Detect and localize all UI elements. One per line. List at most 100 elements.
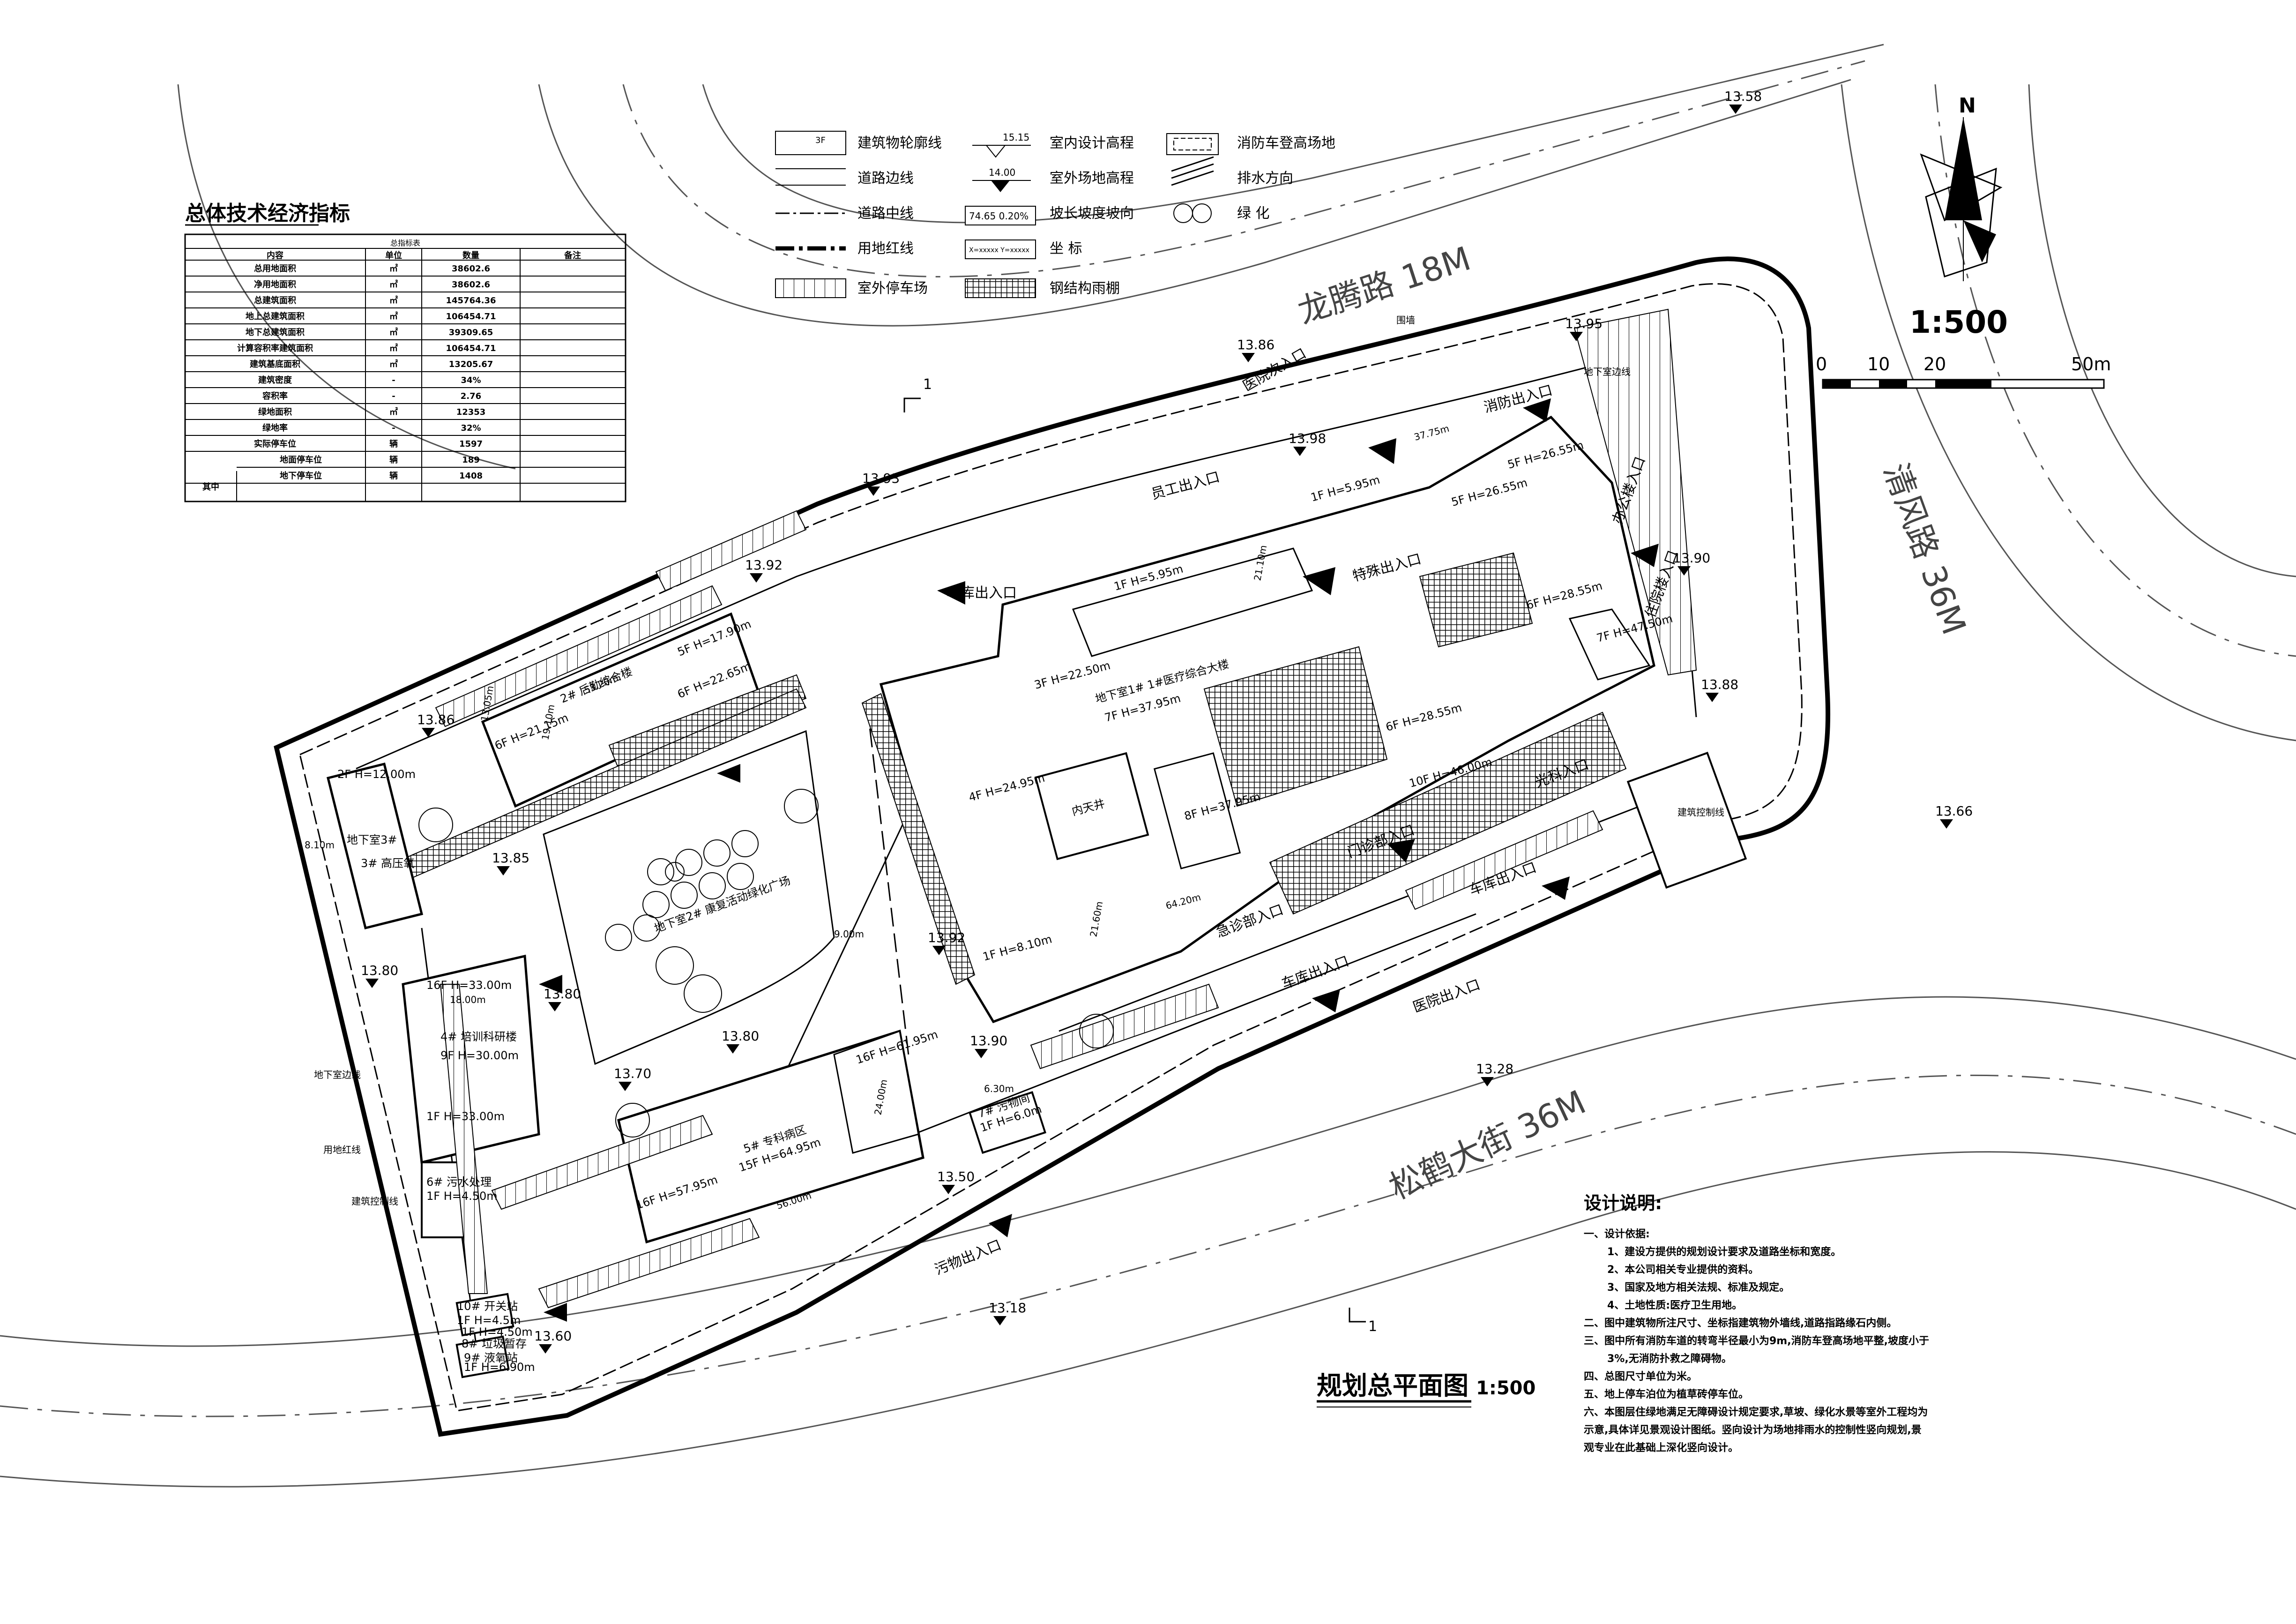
legend-canopy-swatch [965, 278, 1036, 298]
b4-1f: 1F H=33.00m [426, 1110, 505, 1123]
b3-2f: 2F H=12.00m [337, 768, 416, 781]
notes-title: 设计说明: [1584, 1193, 1662, 1213]
inner-boundary [299, 283, 1803, 1412]
label-garage-entrance-south: 车库出入口 [1280, 953, 1351, 992]
elevation-triangle [1481, 1077, 1494, 1086]
indicator-title: 总体技术经济指标 [185, 202, 350, 225]
drawing-title: 规划总平面图 1:500 [1317, 1371, 1536, 1407]
table-cell-content: 地下停车位 [280, 471, 322, 481]
notes-line: 六、本图层住绿地满足无障碍设计规定要求,草坡、绿化水景等室外工程均为 [1584, 1406, 1928, 1418]
table-cell-content: 建筑密度 [258, 375, 292, 385]
entrance-arrows [539, 398, 1659, 1322]
table-cell-amount: 38602.6 [452, 264, 490, 274]
notes-line: 一、设计依据: [1584, 1228, 1650, 1240]
section-marks [903, 397, 1366, 1323]
north-arrow: N [1920, 94, 2003, 281]
notes-line: 4、土地性质:医疗卫生用地。 [1607, 1299, 1742, 1311]
table-cell-unit: - [392, 391, 395, 401]
elevation-triangle [422, 728, 435, 737]
table-cell-amount: 189 [462, 455, 480, 465]
legend-road-edge-label: 道路边线 [857, 170, 914, 187]
elevation-value: 13.86 [417, 712, 455, 727]
roads [0, 44, 2296, 1488]
annotation-building-line: 建筑控制线 [351, 1196, 398, 1207]
table-cell-content: 实际停车位 [254, 439, 296, 449]
elevation-triangle [1242, 353, 1255, 362]
elevation-value: 13.86 [1237, 337, 1275, 352]
table-cell-content: 总用地面积 [254, 263, 296, 274]
table-cell-unit: ㎡ [389, 359, 398, 369]
svg-text:37.75m: 37.75m [1413, 423, 1450, 443]
table-cell-content: 总建筑面积 [254, 295, 296, 306]
b4-9f: 9F H=30.00m [440, 1049, 519, 1062]
elevation-triangle [1729, 105, 1742, 114]
legend-slope-label: 坡长坡度坡向 [1050, 205, 1134, 222]
legend-fire-platform-label: 消防车登高场地 [1237, 135, 1335, 151]
table-cell-unit: ㎡ [389, 311, 398, 322]
section-mark-bottom: 1 [1368, 1318, 1377, 1335]
svg-text:8.10m: 8.10m [305, 839, 335, 851]
b3-name: 3# 高压氧 [361, 857, 415, 870]
elevation-triangle [539, 1344, 552, 1354]
notes-line: 3%,无消防扑救之障碍物。 [1607, 1353, 1732, 1365]
scale-title: 1:500 [1909, 304, 2008, 340]
table-cell-content: 绿地率 [262, 423, 288, 433]
elevation-triangle [932, 946, 946, 955]
svg-text:74.65 0.20%: 74.65 0.20% [969, 210, 1029, 222]
svg-text:X=xxxxx Y=xxxxx: X=xxxxx Y=xxxxx [969, 247, 1029, 254]
table-cell-amount: 1408 [459, 471, 483, 481]
b6-name: 6# 污水处理 [426, 1175, 492, 1189]
table-cell-content: 净用地面积 [254, 279, 296, 290]
elevation-value: 13.50 [937, 1169, 975, 1184]
elevation-value: 13.90 [1673, 550, 1710, 566]
legend-drainage-swatch [1171, 156, 1214, 186]
elevation-value: 13.85 [492, 850, 529, 866]
legend-indoor-elev-label: 室内设计高程 [1050, 135, 1134, 151]
table-cell-unit: - [392, 375, 395, 385]
table-cell-amount: 39309.65 [449, 328, 493, 337]
legend: 3F 建筑物轮廓线 道路边线 道路中线 用地红线 室外停车场 15.15 室内设… [775, 131, 1335, 298]
road-label-north: 龙腾路 18M [1293, 239, 1475, 331]
notes-line: 1、建设方提供的规划设计要求及道路坐标和宽度。 [1607, 1246, 1841, 1258]
table-cell-unit: 辆 [389, 455, 398, 465]
table-cell-amount: 12353 [456, 407, 486, 417]
elevation-triangle [867, 486, 880, 496]
road-label-east: 清风路 36M [1876, 458, 1974, 640]
table-cell-amount: 13205.67 [449, 359, 493, 369]
indicator-header-unit: 单位 [385, 250, 402, 261]
b9-name: 9# 液氧站 [464, 1351, 518, 1364]
svg-text:6.30m: 6.30m [984, 1083, 1014, 1094]
indicator-group-label: 其中 [202, 482, 219, 492]
elevation-value: 13.60 [534, 1328, 572, 1344]
legend-red-line-label: 用地红线 [857, 240, 914, 257]
building-3-oxygen [326, 762, 424, 930]
elevation-value: 13.92 [745, 557, 783, 573]
b8-height: 1F H=4.50m [462, 1325, 533, 1339]
elevation-value: 13.18 [989, 1300, 1026, 1316]
table-cell-content: 计算容积率建筑面积 [237, 343, 313, 353]
notes-line: 观专业在此基础上深化竖向设计。 [1584, 1442, 1738, 1454]
elevation-triangle [975, 1049, 988, 1058]
elevation-value: 13.58 [1724, 89, 1762, 104]
elevation-triangle [619, 1082, 632, 1091]
elevation-triangle [993, 1316, 1006, 1325]
b4-16f: 16F H=33.00m [426, 979, 512, 992]
notes-line: 二、图中建筑物所注尺寸、坐标指建筑物外墙线,道路指路缘石内侧。 [1584, 1317, 1897, 1329]
svg-text:20: 20 [1923, 354, 1946, 374]
building-1-hospital [861, 415, 1655, 1024]
legend-slope-swatch [965, 206, 1036, 225]
table-cell-amount: 106454.71 [446, 344, 496, 353]
table-cell-amount: 145764.36 [446, 296, 496, 306]
elevation-triangle [497, 866, 510, 876]
annotation-building-line-east: 建筑控制线 [1677, 807, 1724, 818]
parking-areas [435, 308, 1697, 1309]
legend-road-center-label: 道路中线 [857, 205, 914, 222]
legend-building-swatch [775, 131, 846, 155]
elevation-value: 13.92 [928, 930, 965, 945]
legend-greening-swatch [1173, 203, 1212, 223]
svg-text:14.00: 14.00 [989, 167, 1015, 178]
elevation-value: 13.98 [1289, 431, 1326, 446]
label-staff-entrance: 员工出入口 [1149, 469, 1222, 503]
legend-drainage-label: 排水方向 [1237, 170, 1293, 187]
legend-road-edge-swatch [775, 168, 846, 186]
